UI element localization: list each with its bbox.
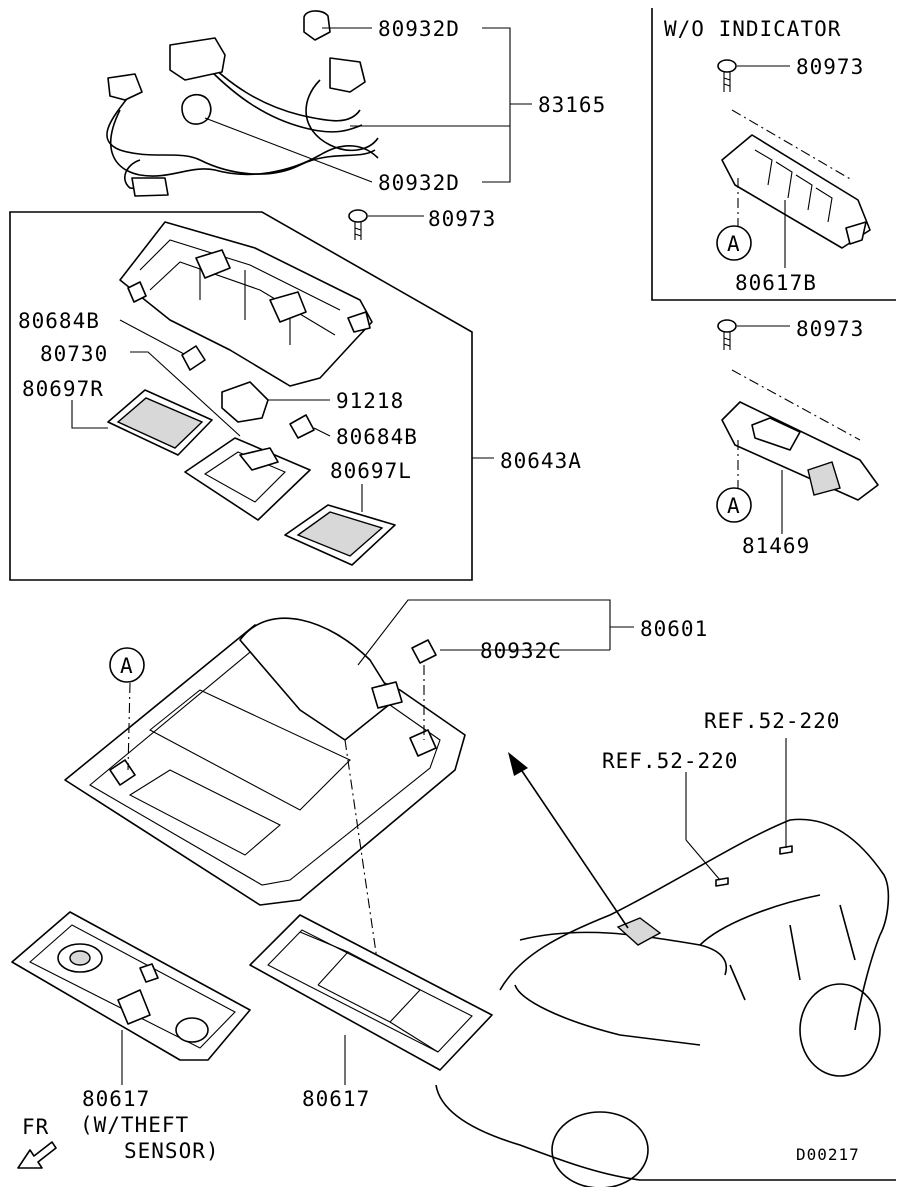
bulb-80684b-icon <box>289 414 315 439</box>
label-91218: 91218 <box>336 389 404 413</box>
label-80932c: 80932C <box>480 639 562 663</box>
label-fr: FR <box>22 1115 49 1139</box>
bulb-80684b-icon <box>181 345 206 371</box>
label-80684b-a: 80684B <box>18 309 100 333</box>
screw-80973-icon <box>348 209 368 223</box>
callout-a-3: A <box>120 654 134 678</box>
callout-a-1: A <box>727 232 741 256</box>
screw-80973-icon <box>717 319 737 333</box>
roof-console-80601: 80601 80932C A <box>64 599 708 981</box>
label-80684b-b: 80684B <box>336 425 418 449</box>
callout-a-2: A <box>727 494 741 518</box>
callout-a-icon <box>716 225 752 261</box>
lamp-housing <box>119 221 373 387</box>
panel-80617: 80617 <box>249 914 493 1111</box>
screw-80973-icon <box>717 59 737 73</box>
label-80617b: 80617B <box>735 271 817 295</box>
label-80973-a: 80973 <box>796 55 864 79</box>
label-theft-2: SENSOR) <box>124 1139 220 1163</box>
indicator-lamp-icon <box>807 461 841 496</box>
map-lamp-assembly-box: 80973 80684B 80730 80697R 91218 80684B <box>9 207 582 581</box>
callout-a-icon <box>109 647 145 683</box>
w-o-indicator-box: W/O INDICATOR 80973 A 80617B <box>651 8 896 301</box>
label-80973-b: 80973 <box>796 317 864 341</box>
label-ref-2: REF.52-220 <box>704 709 840 733</box>
label-80601: 80601 <box>640 617 708 641</box>
label-83165: 83165 <box>538 93 606 117</box>
label-w-o-indicator: W/O INDICATOR <box>664 17 841 41</box>
clip-80932c-icon <box>411 639 437 664</box>
callout-a-icon <box>716 487 752 523</box>
front-arrow-icon <box>17 1141 57 1169</box>
label-80697l: 80697L <box>330 459 412 483</box>
label-80643a: 80643A <box>500 449 582 473</box>
label-81469: 81469 <box>742 534 810 558</box>
label-theft-1: (W/THEFT <box>80 1113 189 1137</box>
socket-91218 <box>221 381 269 423</box>
label-80932d-bottom: 80932D <box>378 171 460 195</box>
wire-harness-83165 <box>106 10 379 197</box>
vehicle-outline <box>435 818 896 1187</box>
label-80697r: 80697R <box>22 377 104 401</box>
label-80932d-top: 80932D <box>378 17 460 41</box>
harness-leaders <box>204 27 532 183</box>
label-ref-1: REF.52-220 <box>602 749 738 773</box>
switch-81469: 80973 A 81469 <box>716 317 879 558</box>
label-80973-c: 80973 <box>428 207 496 231</box>
locator-arrow <box>508 752 629 929</box>
plate-80617b <box>721 134 871 249</box>
lamp-frame <box>184 437 311 521</box>
roof-console-location-icon <box>616 917 662 946</box>
panel-80617-theft-sensor: 80617 (W/THEFT SENSOR) <box>11 911 251 1163</box>
diagram-code: D00217 <box>796 1145 860 1164</box>
label-80617-left: 80617 <box>82 1087 150 1111</box>
label-80617-mid: 80617 <box>302 1087 370 1111</box>
label-80730: 80730 <box>40 342 108 366</box>
